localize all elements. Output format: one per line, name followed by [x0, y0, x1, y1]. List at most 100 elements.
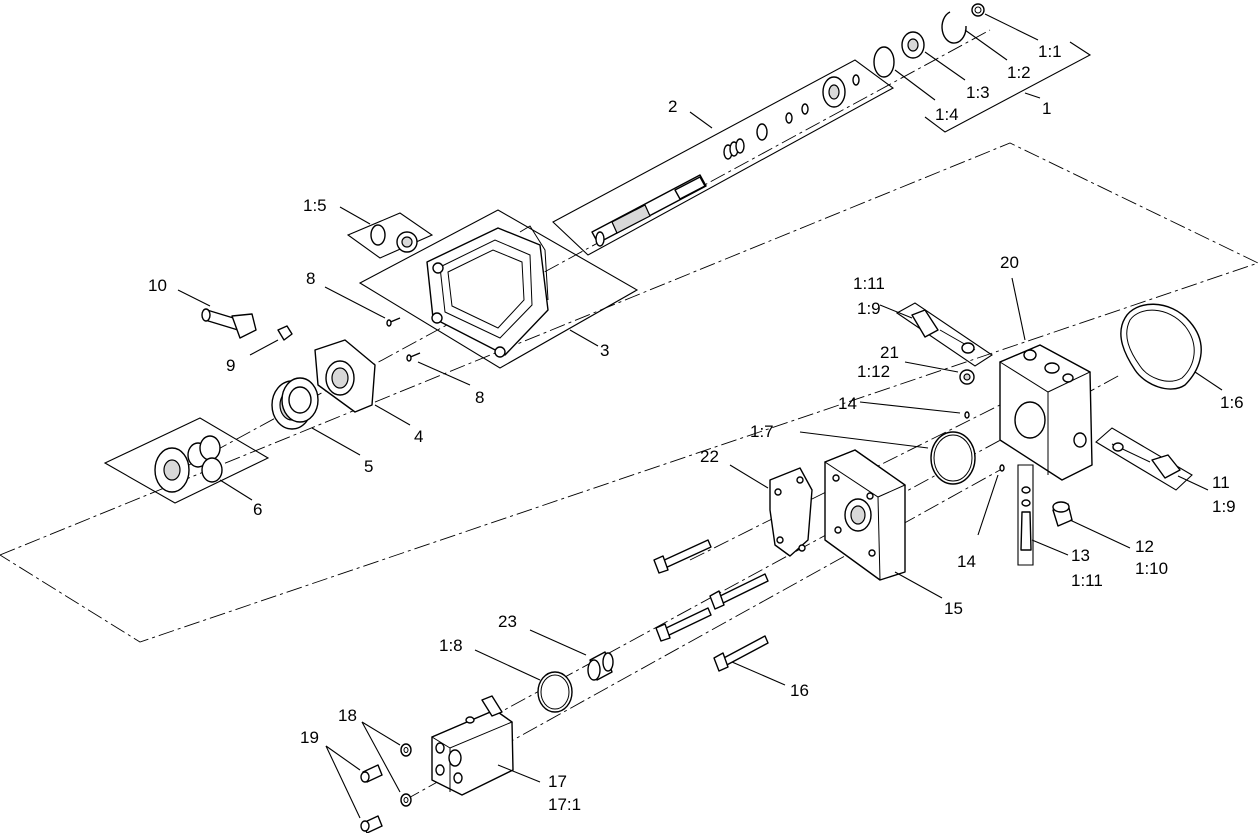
- leader-15: [894, 571, 943, 599]
- part-5-bearing: [271, 377, 319, 430]
- leader-11: [1177, 475, 1209, 491]
- part-1-6-gasket: [1120, 303, 1202, 390]
- callout-1-1: 1:1: [1038, 42, 1062, 61]
- part-20-end-cover: [998, 344, 1093, 481]
- callout-1-4: 1:4: [935, 105, 959, 124]
- part-1-5-bearing-ring: [370, 224, 418, 253]
- leader-8-upper: [324, 286, 386, 319]
- leader-10: [177, 289, 211, 307]
- leader-16: [731, 661, 786, 686]
- leader-12: [1069, 519, 1131, 549]
- box-13-valve: [1017, 464, 1034, 566]
- part-3-housing: [426, 225, 549, 358]
- callout-20: 20: [1000, 253, 1019, 272]
- callout-1-8: 1:8: [439, 636, 463, 655]
- part-15-adapter-plate: [823, 449, 907, 581]
- leader-8-lower: [417, 361, 471, 386]
- leader-1-8: [474, 649, 541, 681]
- callout-21: 21: [880, 343, 899, 362]
- callout-8-lower: 8: [475, 388, 484, 407]
- callout-11: 11: [1212, 473, 1230, 492]
- bracket-1: [924, 41, 1092, 133]
- callout-1-5: 1:5: [303, 196, 327, 215]
- part-18-washer-lower: [400, 793, 412, 807]
- part-1-8-o-ring: [537, 671, 573, 713]
- callout-1-11-upper: 1:11: [853, 274, 885, 293]
- part-2-shaft: [591, 174, 707, 247]
- box-11-lower-valve: [1095, 427, 1193, 491]
- callout-17: 17: [548, 772, 567, 791]
- callout-6: 6: [253, 500, 262, 519]
- callout-17-1: 17:1: [548, 795, 581, 814]
- leader-14-lower: [977, 474, 999, 536]
- part-8-pin-upper: [386, 317, 401, 327]
- leader-1-7: [799, 431, 929, 449]
- part-23-coupler: [587, 651, 614, 681]
- callout-14-upper: 14: [838, 394, 857, 413]
- callout-10: 10: [148, 276, 167, 295]
- part-10-lever: [201, 308, 257, 339]
- part-1-2-retaining-ring: [941, 11, 967, 44]
- callout-1-10: 1:10: [1135, 559, 1168, 578]
- leader-2: [689, 111, 713, 129]
- part-2-spring: [723, 138, 745, 160]
- leaders-18: [361, 721, 401, 793]
- box-6-cylinder-block: [103, 417, 270, 504]
- part-12-plug: [1052, 501, 1073, 527]
- leader-9: [249, 339, 279, 356]
- leader-4: [374, 404, 411, 426]
- leader-3: [569, 329, 599, 347]
- callout-1: 1: [1042, 99, 1051, 118]
- leader-22: [729, 464, 769, 489]
- callout-2: 2: [668, 97, 677, 116]
- part-2-bearing: [822, 76, 846, 108]
- leader-5: [311, 427, 361, 456]
- callout-1-6: 1:6: [1220, 393, 1244, 412]
- callout-23: 23: [498, 612, 517, 631]
- part-16-bolt-3: [655, 607, 712, 642]
- part-19-screw-lower: [360, 815, 383, 833]
- part-8-pin-lower: [406, 352, 421, 362]
- leader-1-5: [339, 206, 371, 225]
- leader-6: [219, 479, 253, 501]
- box-1-5: [346, 212, 434, 259]
- part-1-7-o-ring: [930, 431, 976, 485]
- callout-1-2: 1:2: [1007, 63, 1031, 82]
- callout-22: 22: [700, 447, 719, 466]
- leader-13: [1031, 539, 1069, 556]
- callout-1-3: 1:3: [966, 83, 990, 102]
- leaders-19: [325, 745, 361, 819]
- part-1-1-snap-ring: [971, 3, 985, 17]
- callout-14-lower: 14: [957, 552, 976, 571]
- part-14-pin-upper: [964, 411, 970, 419]
- callout-1-9-lower: 1:9: [1212, 497, 1236, 516]
- part-4-swashplate: [314, 339, 376, 413]
- part-1-4-o-ring: [873, 46, 895, 78]
- callout-3: 3: [600, 341, 609, 360]
- part-19-screw-upper: [360, 764, 383, 783]
- part-6-cylinder-block: [154, 435, 223, 493]
- part-16-bolt-4: [713, 635, 769, 672]
- part-2-rings: [756, 74, 860, 141]
- part-22-gasket-plate: [769, 467, 813, 557]
- leader-14-upper: [859, 401, 961, 414]
- part-9-nut: [277, 325, 293, 341]
- part-17-gear-pump: [430, 695, 514, 796]
- callout-15: 15: [944, 599, 963, 618]
- callout-5: 5: [364, 457, 373, 476]
- callout-1-12: 1:12: [857, 362, 890, 381]
- callout-19: 19: [300, 728, 319, 747]
- leader-21: [904, 361, 959, 373]
- callout-8-upper: 8: [306, 269, 315, 288]
- callout-1-7: 1:7: [750, 422, 774, 441]
- part-11-lower-valve: [1111, 442, 1181, 479]
- box-2-shaft-assembly: [552, 59, 895, 256]
- part-1-3-bearing: [901, 31, 925, 59]
- callout-12: 12: [1135, 537, 1154, 556]
- part-16-bolt-2: [709, 573, 769, 610]
- leader-17: [497, 764, 541, 783]
- callout-9: 9: [226, 356, 235, 375]
- box-3-housing: [358, 209, 639, 369]
- leaders-group-1: [894, 13, 1041, 101]
